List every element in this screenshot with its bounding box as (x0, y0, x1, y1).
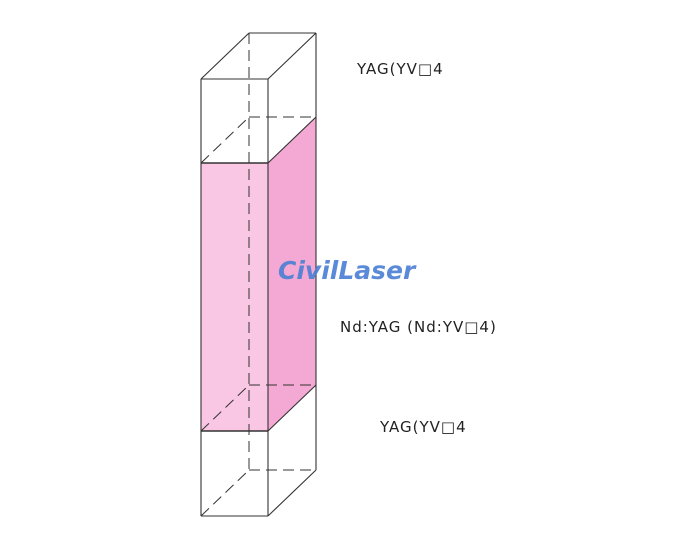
crystal-outline (200, 32, 317, 517)
label-top-undoped-section: YAG(YV□4 (357, 60, 444, 78)
doped-section-side-face (268, 117, 316, 431)
label-doped-section: Nd:YAG (Nd:YV□4) (340, 318, 497, 336)
brand-watermark: CivilLaser (278, 256, 416, 285)
label-bottom-undoped-section: YAG(YV□4 (380, 418, 467, 436)
hidden-edges (200, 33, 316, 517)
doped-section-front-face (201, 163, 268, 431)
